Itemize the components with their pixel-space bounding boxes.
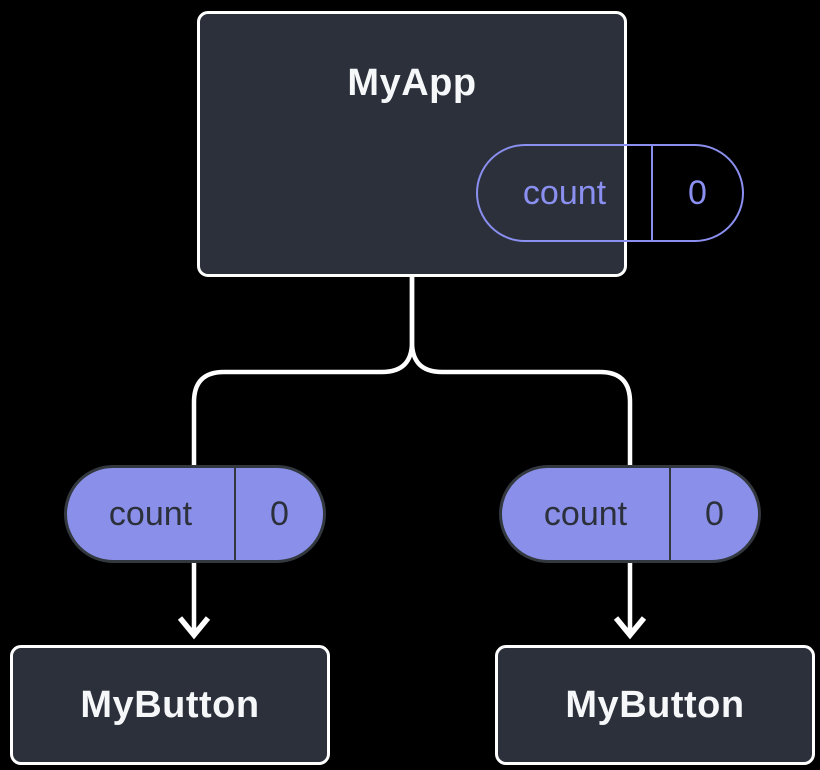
prop-value: 0 — [669, 468, 758, 560]
root-component-title: MyApp — [347, 62, 477, 104]
prop-name: count — [543, 494, 628, 533]
connector-right-branch — [409, 272, 633, 633]
prop-pill-left: count 0 — [64, 465, 326, 563]
prop-value: 0 — [234, 468, 323, 560]
state-pill: count 0 — [476, 144, 744, 242]
connector-left-branch — [191, 272, 415, 633]
child-component-title: MyButton — [80, 683, 260, 726]
child-component-box-left: MyButton — [10, 645, 330, 765]
prop-pill-right: count 0 — [499, 465, 761, 563]
arrowhead-left-icon — [177, 616, 211, 640]
child-component-title: MyButton — [565, 683, 745, 726]
state-value: 0 — [651, 146, 742, 240]
child-component-box-right: MyButton — [495, 645, 815, 765]
root-component-box: MyApp count 0 — [197, 11, 744, 277]
prop-name: count — [108, 494, 193, 533]
state-name: count — [522, 173, 607, 212]
arrowhead-right-icon — [613, 616, 647, 640]
